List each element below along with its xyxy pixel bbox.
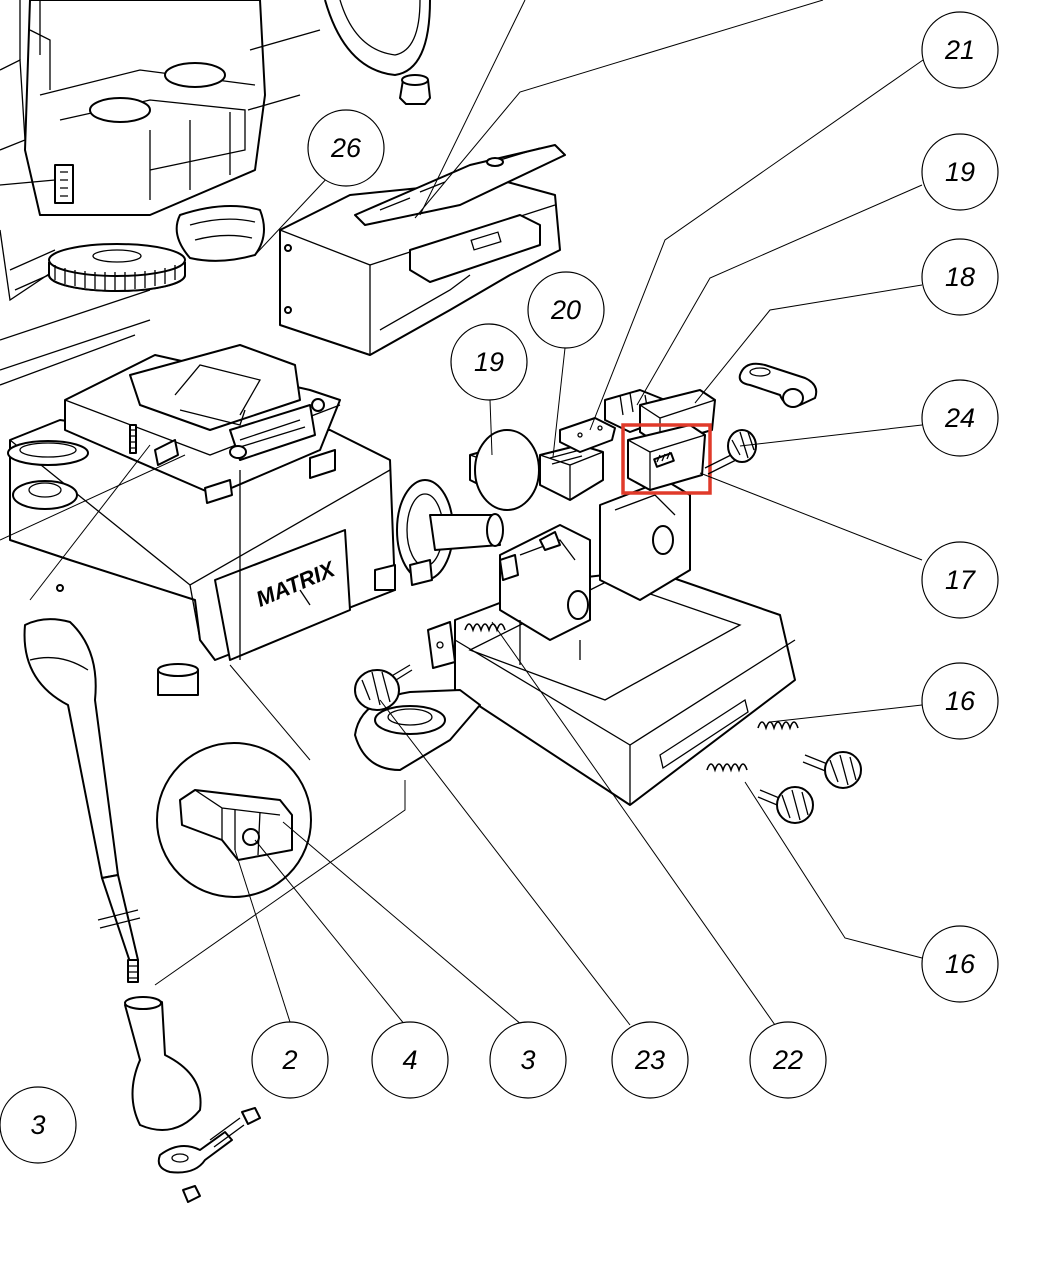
highlight-box bbox=[621, 423, 712, 495]
knob-23 bbox=[354, 664, 413, 711]
callout-24: 24 bbox=[921, 379, 999, 457]
callout-20-label: 20 bbox=[550, 295, 581, 325]
callout-2: 2 bbox=[251, 1021, 329, 1099]
callout-19b: 19 bbox=[450, 323, 528, 401]
clamp-wheel bbox=[474, 429, 540, 511]
callout-18: 18 bbox=[921, 238, 999, 316]
callout-4-label: 4 bbox=[402, 1045, 417, 1075]
knob-16b bbox=[757, 786, 814, 824]
top-drum bbox=[324, 0, 431, 105]
callout-3a-label: 3 bbox=[520, 1045, 535, 1075]
callout-24-label: 24 bbox=[944, 403, 975, 433]
callout-17-label: 17 bbox=[945, 565, 976, 595]
callout-23-label: 23 bbox=[634, 1045, 665, 1075]
callout-19a-label: 19 bbox=[945, 157, 975, 187]
plate-22 bbox=[427, 621, 456, 669]
machine-head-assembly bbox=[0, 0, 321, 302]
callout-26: 26 bbox=[307, 109, 385, 187]
callout-16b: 16 bbox=[921, 925, 999, 1003]
chip-shield bbox=[175, 205, 265, 262]
knob-16a bbox=[802, 751, 862, 789]
callout-4: 4 bbox=[371, 1021, 449, 1099]
main-base: MATRIX bbox=[0, 289, 396, 696]
upper-cover bbox=[279, 144, 566, 356]
operating-lever bbox=[23, 618, 261, 1203]
spring-16a bbox=[757, 721, 799, 731]
spring-23 bbox=[464, 623, 506, 633]
callout-21-label: 21 bbox=[944, 35, 975, 65]
knob-24 bbox=[704, 429, 757, 475]
callout-22-label: 22 bbox=[772, 1045, 803, 1075]
callout-16a: 16 bbox=[921, 662, 999, 740]
clamp-block-20 bbox=[539, 444, 604, 501]
callout-20: 20 bbox=[527, 271, 605, 349]
left-carriage bbox=[64, 344, 341, 660]
clamp-block-21 bbox=[559, 417, 616, 453]
callout-17: 17 bbox=[921, 541, 999, 619]
detail-inset bbox=[156, 664, 312, 898]
shaft-assembly bbox=[396, 479, 519, 586]
callout-22: 22 bbox=[749, 1021, 827, 1099]
callout-19b-label: 19 bbox=[474, 347, 504, 377]
callout-23: 23 bbox=[611, 1021, 689, 1099]
callout-16b-label: 16 bbox=[945, 949, 976, 979]
callout-26-label: 26 bbox=[330, 133, 362, 163]
clamp-block-17 bbox=[627, 424, 706, 491]
spring-16b bbox=[706, 763, 748, 773]
callout-16a-label: 16 bbox=[945, 686, 976, 716]
clamp-lever bbox=[738, 362, 818, 408]
knurled-wheel bbox=[48, 243, 186, 292]
callout-21: 21 bbox=[921, 11, 999, 89]
callout-18-label: 18 bbox=[945, 262, 975, 292]
callout-3b-label: 3 bbox=[30, 1110, 45, 1140]
callout-3a: 3 bbox=[489, 1021, 567, 1099]
leader-lines bbox=[0, 0, 924, 1026]
vise-jaws bbox=[499, 479, 691, 665]
callout-2-label: 2 bbox=[281, 1045, 297, 1075]
callout-19a: 19 bbox=[921, 133, 999, 211]
callout-3b: 3 bbox=[0, 1086, 77, 1164]
